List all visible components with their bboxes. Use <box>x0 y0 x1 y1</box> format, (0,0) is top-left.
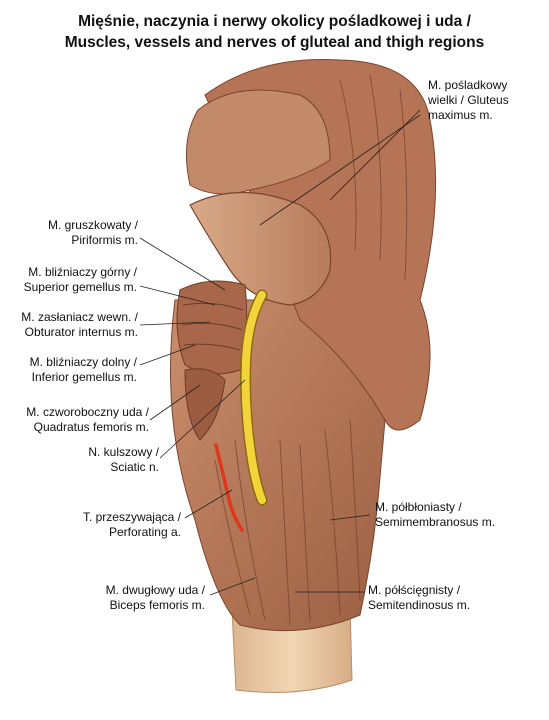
label-quadratus-femoris: M. czworoboczny uda / Quadratus femoris … <box>26 405 149 434</box>
title-english: Muscles, vessels and nerves of gluteal a… <box>64 34 485 51</box>
deep-rotators <box>176 280 248 375</box>
label-biceps-femoris: M. dwugłowy uda / Biceps femoris m. <box>105 583 205 612</box>
label-gluteus-maximus: M. pośladkowy wielki / Gluteus maximus m… <box>428 78 509 122</box>
label-semitendinosus: M. półścięgnisty / Semitendinosus m. <box>368 583 471 612</box>
cut-gluteus-flap <box>189 192 332 306</box>
perforating-artery <box>214 443 244 532</box>
label-perforating-artery: T. przeszywająca / Perforating a. <box>82 510 181 539</box>
reflected-gluteus <box>185 89 331 195</box>
label-obturator-internus: M. zasłaniacz wewn. / Obturator internus… <box>21 310 138 339</box>
label-sciatic-nerve: N. kulszowy / Sciatic n. <box>88 445 159 474</box>
title-polish: Mięśnie, naczynia i nerwy okolicy poślad… <box>78 13 471 30</box>
label-piriformis: M. gruszkowaty / Piriformis m. <box>47 218 138 247</box>
label-inferior-gemellus: M. bliźniaczy dolny / Inferior gemellus … <box>29 355 137 384</box>
label-superior-gemellus: M. bliźniaczy górny / Superior gemellus … <box>23 265 137 294</box>
quadratus-region <box>184 368 226 441</box>
label-semimembranosus: M. półbłoniasty / Semimembranosus m. <box>375 500 496 529</box>
